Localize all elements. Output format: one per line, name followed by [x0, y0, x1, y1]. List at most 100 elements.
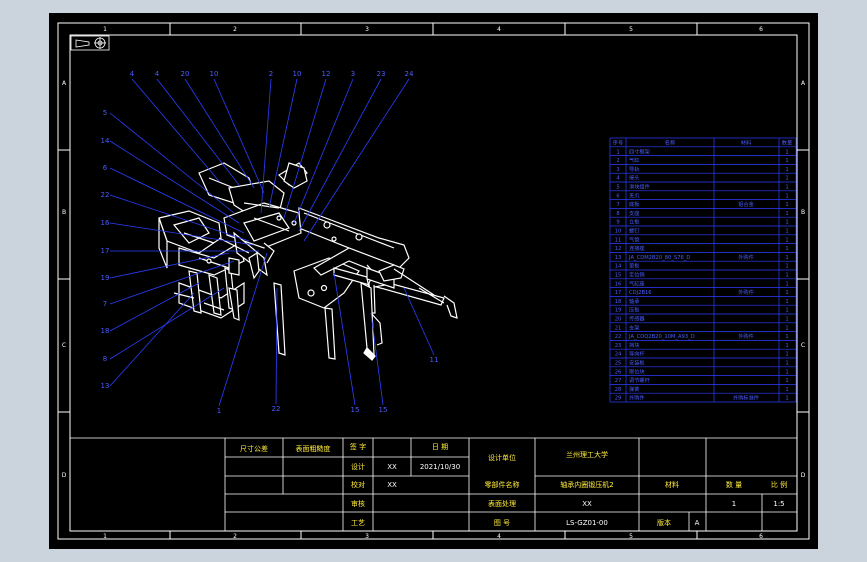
bom-cell-index: 15 [615, 273, 622, 279]
zone-row-right-D: D [801, 472, 806, 479]
zone-col-top-4: 4 [497, 26, 501, 33]
bom-cell-name: 调节螺杆 [629, 376, 650, 384]
bom-cell-qty: 1 [785, 273, 788, 279]
balloon-left: 8 [103, 355, 107, 363]
bom-cell-index: 3 [616, 167, 619, 173]
bom-cell-name: 安装板 [629, 359, 645, 367]
quantity-value: 1 [732, 500, 736, 508]
scale-label: 比 例 [771, 480, 787, 489]
bom-cell-index: 26 [615, 369, 622, 375]
zone-row-right-B: B [801, 209, 805, 216]
balloon-bottom: 22 [272, 405, 281, 413]
design-unit: 兰州理工大学 [566, 450, 608, 459]
checker-name: XX [387, 481, 397, 489]
bom-cell-name: 轴承 [629, 297, 640, 305]
bom-cell-material: 外购件 [738, 332, 754, 340]
bom-cell-index: 18 [615, 299, 622, 305]
balloon-left: 16 [101, 219, 110, 227]
bom-cell-index: 16 [615, 281, 622, 287]
bom-cell-name: 外购件 [629, 394, 645, 402]
bom-cell-qty: 1 [785, 308, 788, 314]
balloon-top: 12 [322, 70, 331, 78]
bom-cell-material: 外购件 [738, 253, 754, 261]
bom-table [609, 137, 797, 403]
bom-cell-name: 导向杆 [629, 350, 645, 358]
balloon-left: 19 [101, 274, 110, 282]
bom-cell-name: 底板 [629, 200, 640, 208]
zone-col-top-5: 5 [629, 26, 633, 33]
bom-header: 材料 [741, 139, 751, 147]
bom-header: 名称 [665, 139, 675, 147]
balloon-left: 7 [103, 300, 107, 308]
bom-cell-index: 27 [615, 378, 622, 384]
bom-cell-qty: 1 [785, 290, 788, 296]
quantity-label: 数 量 [726, 480, 742, 489]
bom-cell-name: 立板 [629, 218, 640, 226]
balloon-bottom: 1 [217, 407, 221, 415]
balloon-top: 4 [130, 70, 135, 78]
zone-col-bottom-1: 1 [103, 533, 107, 540]
part-name: 轴承内圈锻压机2 [560, 480, 613, 489]
bom-cell-qty: 1 [785, 193, 788, 199]
title-block [70, 437, 797, 531]
zone-col-bottom-2: 2 [233, 533, 237, 540]
bom-cell-index: 9 [616, 220, 619, 226]
bom-cell-material: 外购件 [738, 288, 754, 296]
bom-cell-index: 6 [616, 193, 619, 199]
bom-cell-qty: 1 [785, 396, 788, 402]
balloon-top: 4 [155, 70, 160, 78]
balloon-left: 18 [101, 327, 110, 335]
zone-col-top-1: 1 [103, 26, 107, 33]
balloon-left: 14 [101, 137, 110, 145]
bom-cell-qty: 1 [785, 149, 788, 155]
assembly-isometric-view [158, 162, 458, 361]
bom-cell-qty: 1 [785, 167, 788, 173]
bom-cell-name: 连接座 [629, 244, 645, 252]
balloon-left: 6 [103, 164, 108, 172]
bom-cell-index: 23 [615, 343, 622, 349]
review-label: 审核 [351, 499, 365, 508]
balloon-top: 20 [181, 70, 190, 78]
drawing-number: LS-GZ01-00 [566, 519, 608, 527]
bom-cell-material: 外购标准件 [733, 394, 759, 402]
bom-cell-name: JA_CDM2B20_80_S76_D [628, 255, 690, 261]
size-tolerance-label: 尺寸公差 [240, 444, 268, 453]
bom-cell-index: 7 [616, 202, 619, 208]
projection-symbol-icon [70, 35, 110, 51]
bom-cell-name: 压板 [629, 306, 640, 314]
bom-cell-qty: 1 [785, 317, 788, 323]
bom-cell-material: 铝合金 [738, 200, 754, 208]
zone-row-right-A: A [801, 80, 806, 87]
version-value: A [695, 519, 700, 527]
bom-cell-name: 滑块组件 [629, 183, 650, 191]
bom-cell-index: 10 [615, 229, 622, 235]
bom-cell-qty: 1 [785, 229, 788, 235]
bom-cell-qty: 1 [785, 343, 788, 349]
material-label: 材料 [665, 480, 679, 489]
bom-cell-name: 传感器 [629, 315, 645, 323]
balloon-top: 3 [351, 70, 355, 78]
bom-cell-index: 1 [616, 149, 619, 155]
balloon-left: 13 [101, 382, 110, 390]
bom-cell-index: 8 [616, 211, 619, 217]
bom-cell-index: 21 [615, 325, 622, 331]
zone-col-top-2: 2 [233, 26, 237, 33]
bom-cell-index: 12 [615, 246, 622, 252]
balloon-top: 23 [377, 70, 386, 78]
bom-cell-name: 限位块 [629, 367, 645, 375]
material-value: XX [582, 500, 592, 508]
bom-cell-name: 气缸座 [629, 279, 645, 287]
bom-cell-qty: 1 [785, 361, 788, 367]
zone-row-left-D: D [62, 472, 67, 479]
bom-cell-name: 垫板 [629, 262, 640, 270]
bom-cell-index: 20 [615, 317, 622, 323]
drawing-number-label: 图 号 [494, 519, 510, 527]
bom-cell-index: 4 [616, 176, 620, 182]
surface-roughness-label: 表面粗糙度 [296, 444, 331, 453]
bom-cell-index: 28 [615, 387, 622, 393]
zone-row-left-A: A [62, 80, 67, 87]
bom-cell-qty: 1 [785, 185, 788, 191]
balloon-bottom: 11 [430, 356, 439, 364]
